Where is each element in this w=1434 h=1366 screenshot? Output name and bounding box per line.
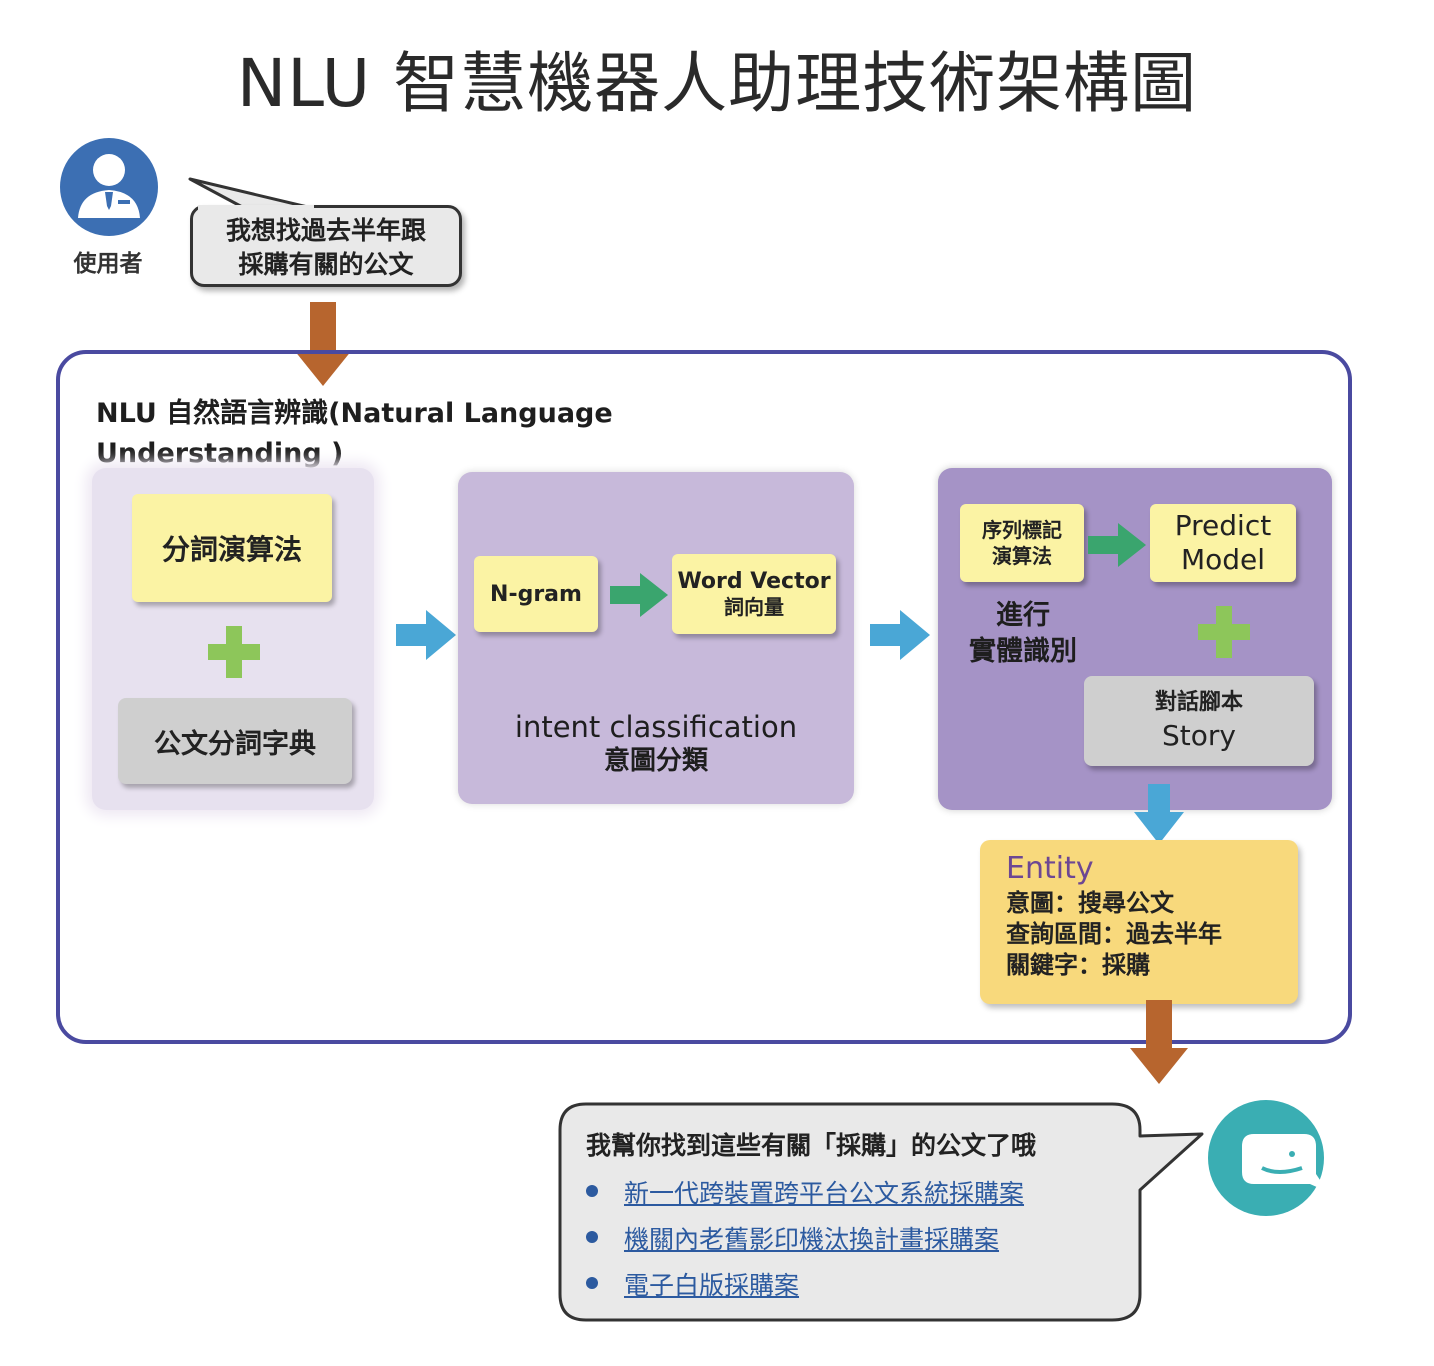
entity-recognition-label-2: 實體識別: [969, 636, 1077, 667]
predict-line-2: Model: [1180, 543, 1266, 576]
bullet-icon: [586, 1185, 598, 1197]
sequence-labeling-box: 序列標記 演算法: [960, 504, 1084, 582]
plus-icon: [1198, 606, 1250, 658]
bubble-tail-cover: [198, 205, 314, 213]
user-label: 使用者: [73, 251, 143, 277]
entity-keyword: 關鍵字：採購: [1006, 951, 1150, 979]
nlu-title: NLU 自然語言辨識(Natural Language Understandin…: [96, 394, 656, 474]
nlu-frame: [56, 350, 1352, 1044]
bot-reply-bubble: [558, 1102, 1204, 1322]
entity-recognition-label-1: 進行: [996, 600, 1050, 631]
story-zh: 對話腳本: [1154, 690, 1243, 715]
word-vector-box: Word Vector 詞向量: [672, 554, 836, 634]
bullet-icon: [586, 1231, 598, 1243]
entity-recognition-label: 進行 實體識別: [948, 598, 1098, 670]
user-query-bubble: 我想找過去半年跟 採購有關的公文: [190, 205, 462, 287]
list-item: 電子白版採購案: [586, 1262, 1146, 1308]
entity-intent: 意圖：搜尋公文: [1006, 889, 1174, 917]
sequence-line-1: 序列標記: [982, 518, 1062, 542]
arrow-right-blue-icon: [870, 610, 930, 660]
result-link[interactable]: 機關內老舊影印機汰換計畫採購案: [624, 1225, 1000, 1254]
plus-icon: [208, 626, 260, 678]
sequence-line-2: 演算法: [992, 544, 1052, 568]
arrow-down-blue-icon: [1134, 784, 1184, 844]
arrow-down-brown-icon: [1130, 1000, 1188, 1084]
chatbot-avatar-icon: [1208, 1100, 1328, 1216]
list-item: 新一代跨裝置跨平台公文系統採購案: [586, 1170, 1146, 1216]
document-dictionary-box: 公文分詞字典: [118, 698, 352, 784]
list-item: 機關內老舊影印機汰換計畫採購案: [586, 1216, 1146, 1262]
arrow-right-green-icon: [1088, 523, 1146, 567]
result-link[interactable]: 電子白版採購案: [624, 1271, 800, 1300]
result-link[interactable]: 新一代跨裝置跨平台公文系統採購案: [624, 1179, 1025, 1208]
arrow-down-brown-icon: [294, 302, 352, 386]
word-vector-zh: 詞向量: [724, 595, 784, 619]
word-vector-en: Word Vector: [677, 569, 831, 594]
predict-line-1: Predict: [1174, 509, 1272, 542]
intent-label-zh: 意圖分類: [603, 746, 708, 776]
intent-label-en: intent classification: [514, 710, 798, 744]
user-query-line-2: 採購有關的公文: [238, 250, 414, 279]
story-en: Story: [1162, 719, 1236, 752]
segmentation-algorithm-box: 分詞演算法: [132, 494, 332, 602]
entity-title: Entity: [1006, 851, 1094, 886]
bot-reply-text: 我幫你找到這些有關「採購」的公文了哦: [586, 1131, 1037, 1160]
entity-box: Entity 意圖：搜尋公文 查詢區間：過去半年 關鍵字：採購: [980, 840, 1298, 1004]
story-box: 對話腳本 Story: [1084, 676, 1314, 766]
user-avatar-icon: [60, 138, 158, 236]
entity-range: 查詢區間：過去半年: [1006, 920, 1222, 948]
intent-panel: [458, 472, 854, 804]
predict-model-box: Predict Model: [1150, 504, 1296, 582]
nlu-title-line-1: NLU 自然語言辨識(Natural Language: [96, 398, 613, 429]
intent-label: intent classification 意圖分類: [458, 710, 854, 778]
page-title: NLU 智慧機器人助理技術架構圖: [236, 45, 1198, 122]
arrow-right-green-icon: [610, 573, 668, 617]
bullet-icon: [586, 1277, 598, 1289]
result-list: 新一代跨裝置跨平台公文系統採購案 機關內老舊影印機汰換計畫採購案 電子白版採購案: [586, 1170, 1146, 1308]
ngram-box: N-gram: [474, 556, 598, 632]
nlu-title-line-2: Understanding ): [96, 438, 344, 469]
arrow-right-blue-icon: [396, 610, 456, 660]
user-query-line-1: 我想找過去半年跟: [225, 216, 426, 245]
